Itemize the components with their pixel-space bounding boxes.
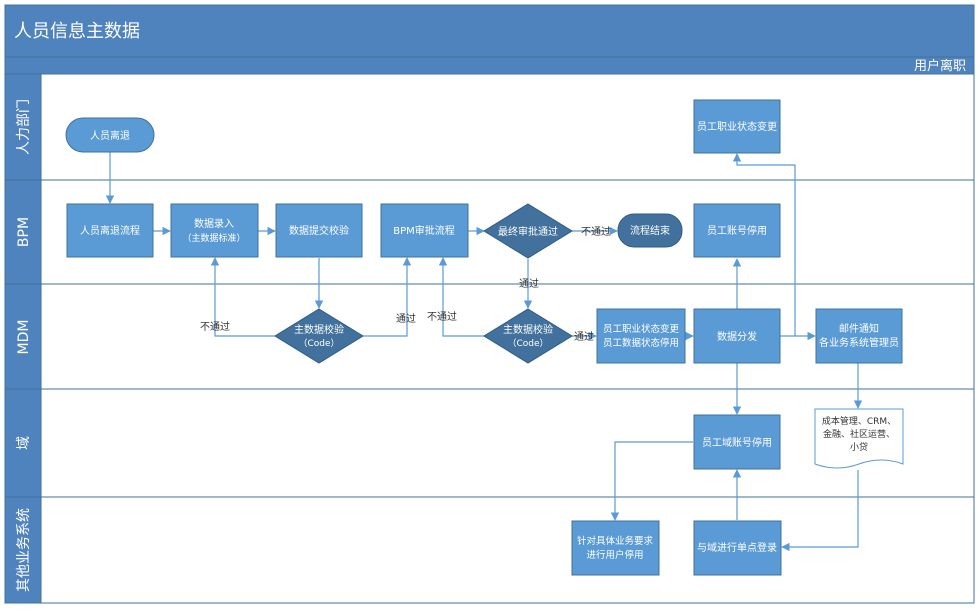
edge-label-fail-2: 不通过 (581, 225, 611, 238)
node-systems-doc: 成本管理、CRM、 金融、社区运营、 小贷 (814, 408, 904, 469)
lane-label-other: 其他业务系统 (16, 508, 32, 592)
svg-text:（Code）: （Code） (298, 338, 339, 349)
node-md-check-1: 主数据校验 （Code） (274, 308, 364, 364)
svg-text:与域进行单点登录: 与域进行单点登录 (697, 541, 777, 554)
svg-text:人员离退流程: 人员离退流程 (80, 224, 140, 237)
svg-text:流程结束: 流程结束 (630, 224, 670, 237)
edge-check1-fail (210, 257, 275, 337)
edge-label-fail-1: 不通过 (200, 320, 230, 333)
lane-label-domain: 域 (16, 436, 32, 450)
edge-label-pass-3: 通过 (574, 330, 594, 343)
lane-label-mdm: MDM (16, 320, 32, 355)
node-leave-flow: 人员离退流程 (66, 203, 154, 258)
node-flow-end: 流程结束 (617, 213, 683, 248)
header-title: 人员信息主数据 (14, 21, 140, 42)
svg-text:员工域账号停用: 员工域账号停用 (702, 436, 772, 449)
svg-text:数据提交校验: 数据提交校验 (289, 224, 349, 237)
header-bar (4, 4, 975, 58)
edge-label-fail-3: 不通过 (427, 310, 457, 323)
svg-text:（主数据标准）: （主数据标准） (182, 232, 245, 244)
svg-text:员工数据状态停用: 员工数据状态停用 (603, 337, 679, 349)
svg-text:小贷: 小贷 (850, 441, 868, 453)
edge-domain-to-user (610, 441, 693, 521)
lane-label-bpm: BPM (16, 217, 32, 247)
edge-check1-pass (363, 257, 412, 337)
svg-text:BPM审批流程: BPM审批流程 (393, 224, 455, 237)
node-status-change-mdm: 员工职业状态变更 员工数据状态停用 (596, 308, 686, 364)
svg-text:（Code）: （Code） (507, 338, 548, 349)
lane-label-box (4, 179, 42, 285)
lane-label-box (4, 283, 42, 390)
edge-labels: 不通过 通过 不通过 通过 不通过 通过 (200, 225, 611, 343)
svg-text:数据分发: 数据分发 (717, 330, 757, 343)
lane-label-hr: 人力部门 (16, 99, 32, 155)
svg-text:各业务系统管理员: 各业务系统管理员 (819, 336, 899, 349)
svg-text:针对具体业务要求: 针对具体业务要求 (577, 535, 654, 547)
node-md-check-2: 主数据校验 （Code） (483, 308, 573, 364)
node-account-disable: 员工账号停用 (693, 203, 781, 258)
svg-text:员工职业状态变更: 员工职业状态变更 (603, 323, 680, 335)
edge-label-pass-2: 通过 (519, 277, 539, 290)
svg-text:进行用户停用: 进行用户停用 (586, 549, 643, 561)
node-user-disable: 针对具体业务要求 进行用户停用 (571, 520, 660, 576)
svg-text:成本管理、CRM、: 成本管理、CRM、 (822, 415, 896, 427)
svg-text:员工账号停用: 员工账号停用 (707, 224, 767, 237)
svg-text:邮件通知: 邮件通知 (839, 322, 879, 335)
edge-label-pass-1: 通过 (396, 312, 416, 325)
svg-text:最终审批通过: 最终审批通过 (498, 225, 558, 238)
node-domain-disable: 员工域账号停用 (693, 414, 781, 470)
svg-text:主数据校验: 主数据校验 (294, 323, 344, 336)
lane-hr: 人力部门 (4, 73, 975, 181)
lane-label-box (4, 496, 42, 604)
node-sso-login: 与域进行单点登录 (693, 520, 782, 576)
node-leave: 人员离退 (65, 117, 155, 153)
connectors (105, 152, 863, 552)
svg-text:数据录入: 数据录入 (194, 217, 234, 230)
node-mail-notify: 邮件通知 各业务系统管理员 (815, 308, 903, 364)
lane-other: 其他业务系统 (4, 496, 975, 604)
node-data-dispatch: 数据分发 (693, 308, 781, 364)
svg-text:主数据校验: 主数据校验 (503, 323, 553, 336)
section-title: 用户离职 (914, 58, 966, 74)
node-status-change-hr: 员工职业状态变更 (693, 99, 781, 154)
svg-text:员工职业状态变更: 员工职业状态变更 (697, 120, 777, 133)
lane-label-box (4, 73, 42, 181)
edge-doc-to-sso (781, 470, 859, 552)
node-data-submit-check: 数据提交校验 (275, 203, 363, 258)
lane-label-box (4, 388, 42, 498)
svg-text:人员离退: 人员离退 (90, 129, 130, 142)
edge-dispatch-to-hr (732, 153, 796, 336)
node-data-entry: 数据录入 （主数据标准） (170, 203, 259, 258)
section-bar (4, 56, 975, 75)
node-final-approval: 最终审批通过 (483, 203, 573, 259)
svg-text:金融、社区运营、: 金融、社区运营、 (823, 428, 895, 440)
lane-domain: 域 (4, 388, 975, 498)
node-bpm-approval: BPM审批流程 (380, 203, 469, 258)
edge-check2-fail (438, 257, 484, 337)
